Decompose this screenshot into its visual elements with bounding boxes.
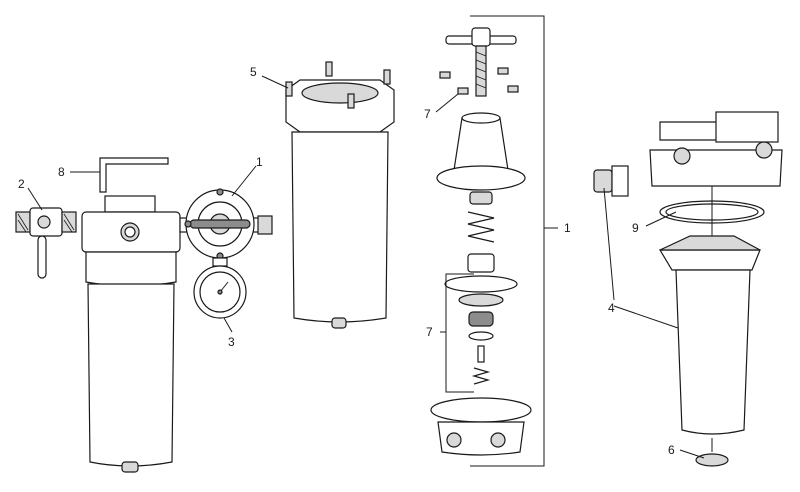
pressure-gauge (193, 257, 247, 319)
callout-1-right: 1 (564, 221, 571, 235)
exploded-regulator-stack (430, 27, 532, 456)
callout-3: 3 (228, 335, 235, 349)
callout-9: 9 (632, 221, 639, 235)
callout-6: 6 (668, 443, 675, 457)
wingnut-part-6 (695, 453, 729, 467)
callout-labels: 8 2 1 3 5 7 7 1 9 4 6 (18, 65, 675, 457)
callout-4: 4 (608, 301, 615, 315)
hex-key-wrench (99, 157, 169, 193)
fitting-part-4 (593, 165, 629, 197)
drain-valve (15, 207, 77, 279)
callout-2: 2 (18, 177, 25, 191)
regulator-assembly (179, 188, 273, 260)
callout-7-bottom: 7 (426, 325, 433, 339)
callout-7-top: 7 (424, 107, 431, 121)
leader-lines (27, 75, 705, 459)
filter-housing-middle (285, 61, 395, 329)
bracket-part-1 (470, 15, 545, 467)
bracket-part-7 (445, 273, 474, 393)
filter-head-right (649, 111, 783, 187)
filter-element-part-4 (658, 186, 761, 452)
callout-8: 8 (58, 165, 65, 179)
callout-1-left: 1 (256, 155, 263, 169)
callout-5: 5 (250, 65, 257, 79)
filter-housing-left (81, 195, 181, 473)
